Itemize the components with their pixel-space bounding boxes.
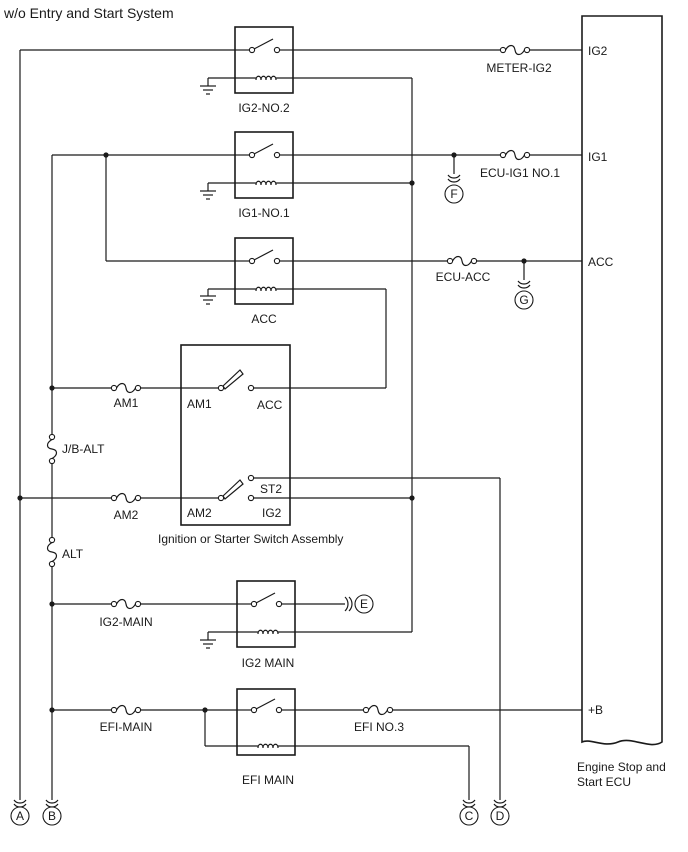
wires xyxy=(19,49,582,800)
fuse-efi-no3-label: EFI NO.3 xyxy=(354,720,404,734)
ecu-name-line2: Start ECU xyxy=(577,775,631,789)
relay-label: EFI MAIN xyxy=(242,773,294,787)
fuse-efi-main-label: EFI-MAIN xyxy=(100,720,153,734)
switch-terminal-am2: AM2 xyxy=(187,506,212,520)
ecu-terminal-acc: ACC xyxy=(588,255,614,269)
relay-ig1-no1: IG1-NO.1 xyxy=(234,131,294,220)
fuse-jb-alt-label: J/B-ALT xyxy=(62,442,105,456)
ecu-terminal-ig2: IG2 xyxy=(588,44,608,58)
relay-ig2-main: IG2 MAIN xyxy=(236,580,296,670)
relay-ig2-no2: IG2-NO.2 xyxy=(234,26,294,115)
fuse-meter-ig2-label: METER-IG2 xyxy=(486,61,552,75)
fuse-am2-label: AM2 xyxy=(114,508,139,522)
relay-label: IG2-NO.2 xyxy=(238,101,290,115)
connector-a-label: A xyxy=(16,809,24,823)
switch-terminal-ig2: IG2 xyxy=(262,506,282,520)
fuse-ecu-acc-label: ECU-ACC xyxy=(436,270,491,284)
switch-terminal-am1: AM1 xyxy=(187,397,212,411)
connectors: A B C D E F G xyxy=(10,174,534,826)
relay-label: ACC xyxy=(251,312,277,326)
ecu-box: Engine Stop and Start ECU IG2 IG1 ACC +B xyxy=(577,15,666,789)
ecu-name-line1: Engine Stop and xyxy=(577,760,666,774)
junction-dots xyxy=(17,152,527,713)
fuse-alt-label: ALT xyxy=(62,547,84,561)
connector-g-label: G xyxy=(519,293,528,307)
ignition-switch-assembly: AM1 ACC ST2 AM2 IG2 Ignition or Starter … xyxy=(158,344,343,546)
switch-assembly-name: Ignition or Starter Switch Assembly xyxy=(158,532,343,546)
ecu-terminal-ig1: IG1 xyxy=(588,150,608,164)
fuse-ig2-main-label: IG2-MAIN xyxy=(99,615,152,629)
fuse-ecu-ig1-no1-label: ECU-IG1 NO.1 xyxy=(480,166,560,180)
connector-d-label: D xyxy=(496,809,505,823)
connector-e-label: E xyxy=(360,597,368,611)
diagram-title: w/o Entry and Start System xyxy=(3,5,174,21)
relay-efi-main: EFI MAIN xyxy=(236,688,296,787)
fuse-am1-label: AM1 xyxy=(114,396,139,410)
connector-c-label: C xyxy=(465,809,474,823)
relay-label: IG1-NO.1 xyxy=(238,206,290,220)
ecu-terminal-b: +B xyxy=(588,703,603,717)
connector-b-label: B xyxy=(48,809,56,823)
connector-f-label: F xyxy=(450,187,457,201)
relay-label: IG2 MAIN xyxy=(242,656,295,670)
switch-terminal-st2: ST2 xyxy=(260,482,282,496)
relay-acc: ACC xyxy=(234,237,294,326)
fuses: METER-IG2 ECU-IG1 NO.1 ECU-ACC AM1 J/B-A… xyxy=(46,44,560,734)
switch-terminal-acc: ACC xyxy=(257,398,283,412)
